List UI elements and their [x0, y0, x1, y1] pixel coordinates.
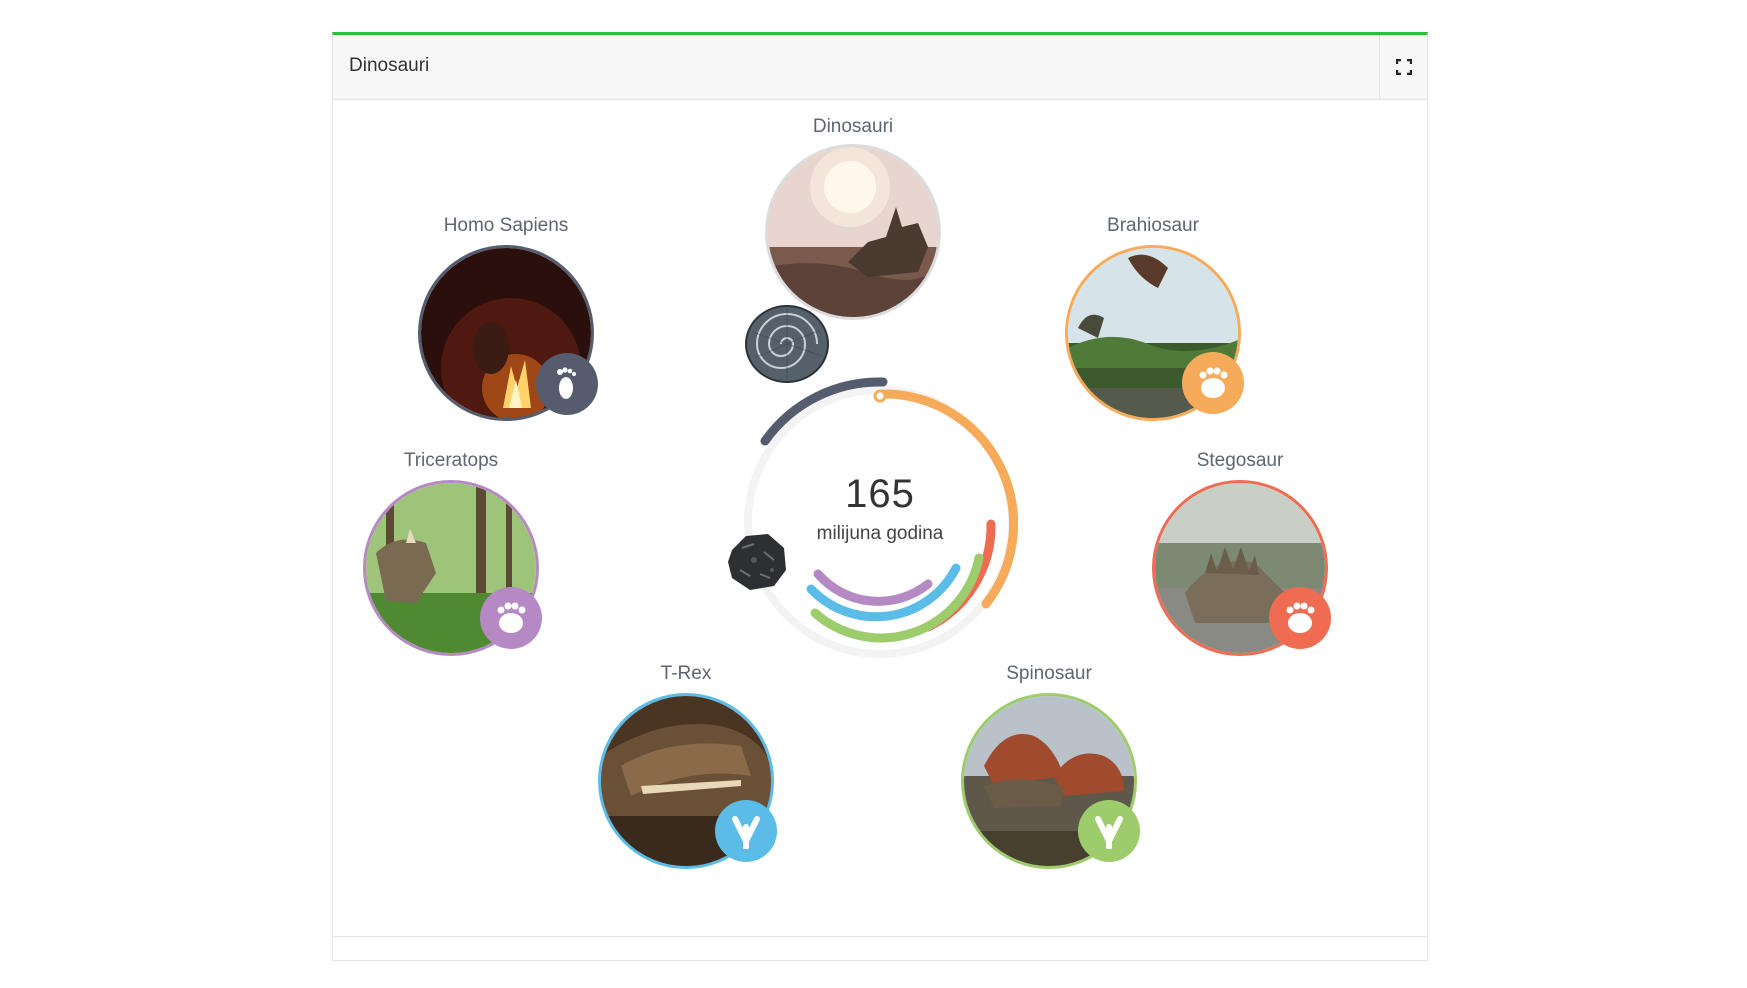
- three-toed-track-icon: [715, 800, 777, 862]
- footprint-icon: [536, 353, 598, 415]
- three-toed-track-icon: [1078, 800, 1140, 862]
- ammonite-fossil-icon: [745, 305, 829, 383]
- fullscreen-button[interactable]: [1379, 35, 1427, 99]
- center-value: 165: [845, 472, 915, 516]
- ring-arc-spinosaur: [810, 553, 984, 643]
- ring-arc-brahiosaur: [875, 389, 1019, 609]
- ring-arc-triceratops: [813, 569, 933, 606]
- ring-arc-homo: [760, 377, 888, 446]
- meteorite-rock-icon: [728, 534, 786, 590]
- panel-header: Dinosauri: [333, 35, 1427, 100]
- homo-sapiens-photo[interactable]: [418, 245, 594, 421]
- node-label: Homo Sapiens: [443, 215, 569, 236]
- paw-icon: [1269, 587, 1331, 649]
- panel-title: Dinosauri: [349, 55, 430, 76]
- paw-icon: [480, 587, 542, 649]
- ring-arc-trex: [806, 563, 961, 622]
- node-label: Stegosaur: [1196, 450, 1284, 471]
- paw-icon: [1182, 352, 1244, 414]
- expand-icon: [1396, 59, 1412, 75]
- panel-footer: [333, 936, 1427, 960]
- node-label: Spinosaur: [1006, 663, 1092, 684]
- dinosauri-photo[interactable]: [765, 144, 941, 320]
- node-label: Brahiosaur: [1107, 215, 1199, 236]
- node-label: Triceratops: [403, 450, 499, 471]
- node-label: T-Rex: [660, 663, 712, 684]
- center-unit: milijuna godina: [816, 523, 944, 544]
- node-label: Dinosauri: [812, 116, 894, 137]
